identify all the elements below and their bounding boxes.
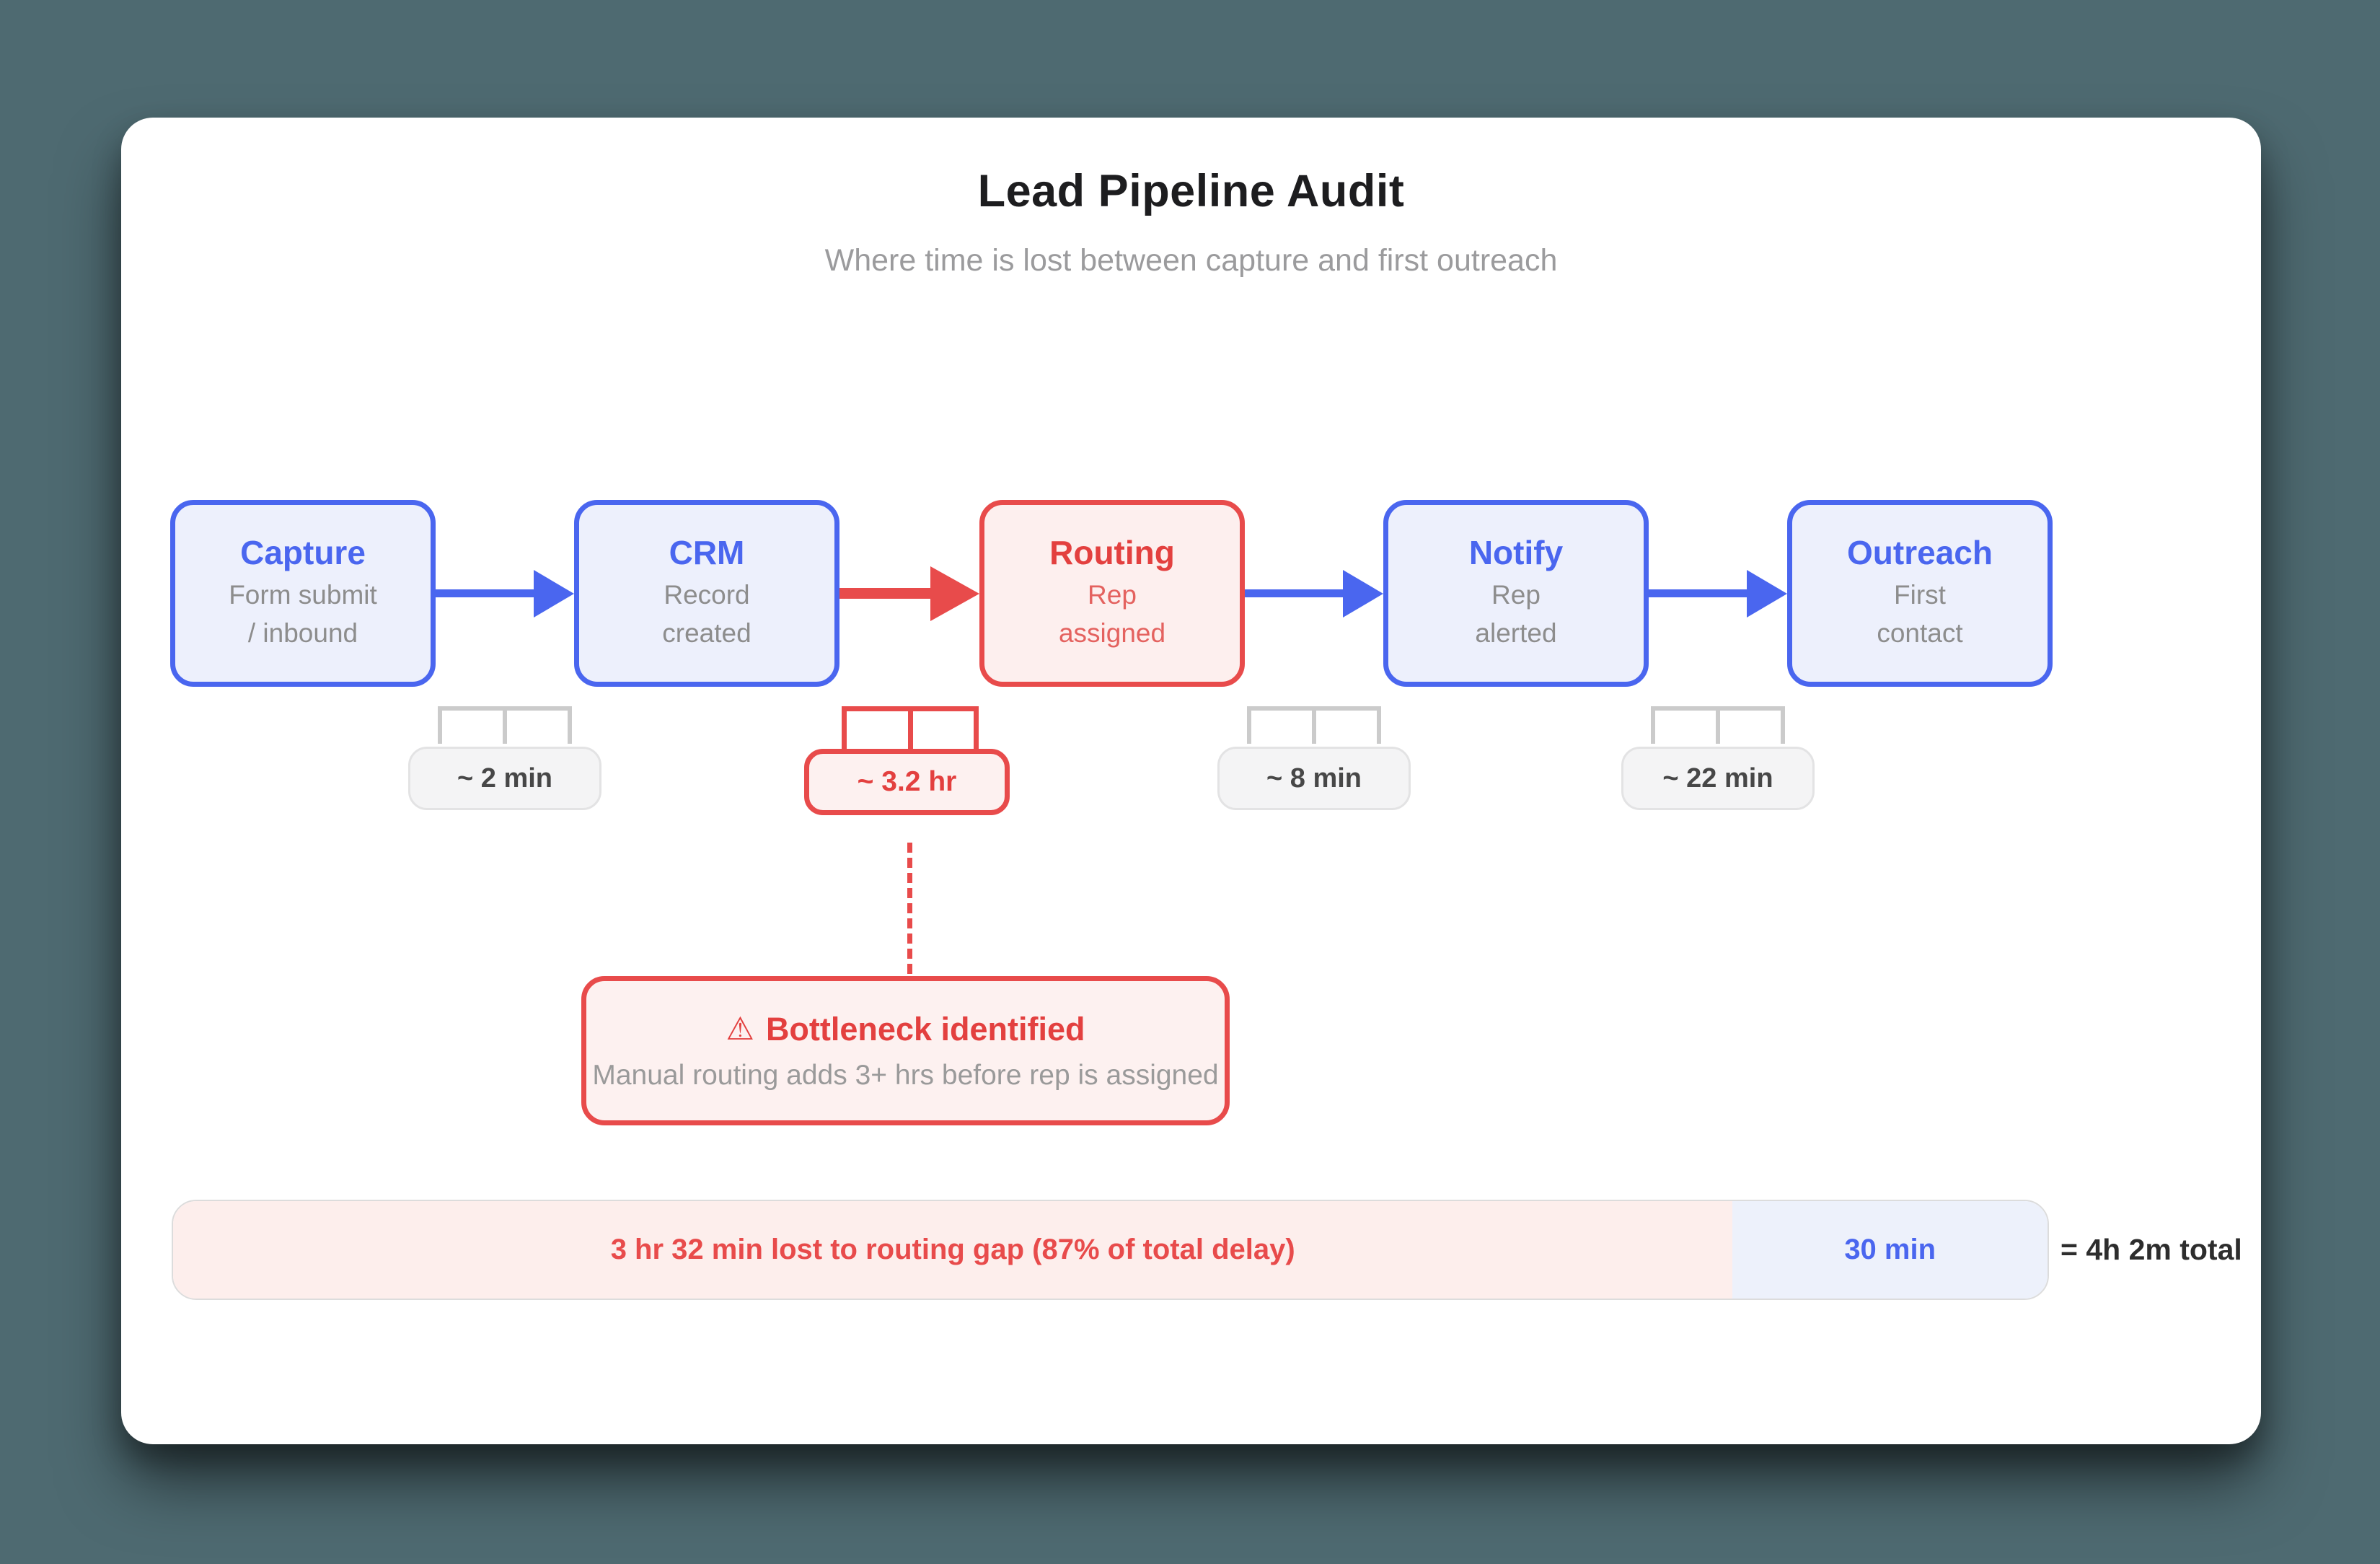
stage-subtitle-line: alerted	[1475, 618, 1557, 648]
stage-notify: Notify Rep alerted	[1383, 500, 1649, 687]
bottleneck-callout: ⚠ Bottleneck identified Manual routing a…	[581, 976, 1230, 1125]
stage-subtitle-line: Form submit	[229, 580, 377, 610]
stage-title: Routing	[1049, 533, 1175, 571]
arrow-capture-to-crm	[436, 589, 534, 597]
bottleneck-description: Manual routing adds 3+ hrs before rep is…	[592, 1059, 1219, 1091]
stage-subtitle: Rep alerted	[1475, 576, 1556, 652]
arrowhead-icon	[1343, 570, 1383, 618]
stage-subtitle: Form submit / inbound	[229, 576, 377, 652]
arrow-crm-to-routing-bottleneck	[839, 588, 935, 599]
arrowhead-icon	[1747, 570, 1787, 618]
bracket-divider	[1716, 711, 1720, 744]
stage-subtitle-line: Rep	[1088, 580, 1137, 610]
stage-title: Capture	[240, 533, 366, 571]
stage-title: Notify	[1468, 533, 1564, 571]
summary-segment-other-steps: 30 min	[1732, 1201, 2048, 1299]
duration-bracket-icon-bottleneck	[842, 706, 979, 750]
duration-pill-crm-routing-bottleneck: ~ 3.2 hr	[804, 749, 1010, 815]
bracket-divider	[503, 711, 507, 744]
stage-subtitle-line: First	[1894, 580, 1946, 610]
bottleneck-connector-line	[907, 843, 912, 974]
duration-bracket-icon	[1247, 706, 1381, 744]
bracket-divider	[1312, 711, 1316, 744]
stage-outreach: Outreach First contact	[1787, 500, 2053, 687]
duration-bracket-icon	[1651, 706, 1785, 744]
duration-pill-capture-crm: ~ 2 min	[408, 747, 601, 810]
stage-subtitle: Rep assigned	[1059, 576, 1165, 652]
stage-subtitle-line: created	[662, 618, 752, 648]
duration-bracket-icon	[438, 706, 572, 744]
stage-subtitle-line: assigned	[1058, 618, 1166, 648]
page-title: Lead Pipeline Audit	[977, 166, 1405, 216]
arrowhead-icon	[930, 566, 979, 621]
bottleneck-title: Bottleneck identified	[765, 1010, 1085, 1047]
stage-routing-bottleneck: Routing Rep assigned	[979, 500, 1245, 687]
summary-total-label: = 4h 2m total	[2061, 1233, 2242, 1266]
warning-triangle-icon: ⚠	[726, 1011, 754, 1047]
bottleneck-title-row: ⚠ Bottleneck identified	[726, 1011, 1085, 1048]
arrowhead-icon	[534, 570, 574, 618]
stage-subtitle-line: / inbound	[247, 618, 358, 648]
stage-title: CRM	[669, 533, 745, 571]
stage-subtitle-line: Rep	[1491, 580, 1541, 610]
delay-summary-bar: 3 hr 32 min lost to routing gap (87% of …	[172, 1200, 2049, 1300]
duration-pill-routing-notify: ~ 8 min	[1217, 747, 1411, 810]
stage-subtitle: Record created	[662, 576, 751, 652]
page-subtitle: Where time is lost between capture and f…	[824, 243, 1558, 278]
arrow-notify-to-outreach	[1649, 589, 1747, 597]
stage-subtitle-line: Record	[664, 580, 750, 610]
bracket-divider	[908, 711, 913, 750]
stage-crm: CRM Record created	[574, 500, 839, 687]
stage-subtitle: First contact	[1877, 576, 1962, 652]
stage-capture: Capture Form submit / inbound	[170, 500, 436, 687]
audit-card: Lead Pipeline Audit Where time is lost b…	[121, 118, 2261, 1444]
stage-subtitle-line: contact	[1877, 618, 1963, 648]
stage-title: Outreach	[1847, 533, 1993, 571]
summary-segment-routing-gap: 3 hr 32 min lost to routing gap (87% of …	[173, 1201, 1733, 1299]
arrow-routing-to-notify	[1245, 589, 1343, 597]
duration-pill-notify-outreach: ~ 22 min	[1621, 747, 1815, 810]
